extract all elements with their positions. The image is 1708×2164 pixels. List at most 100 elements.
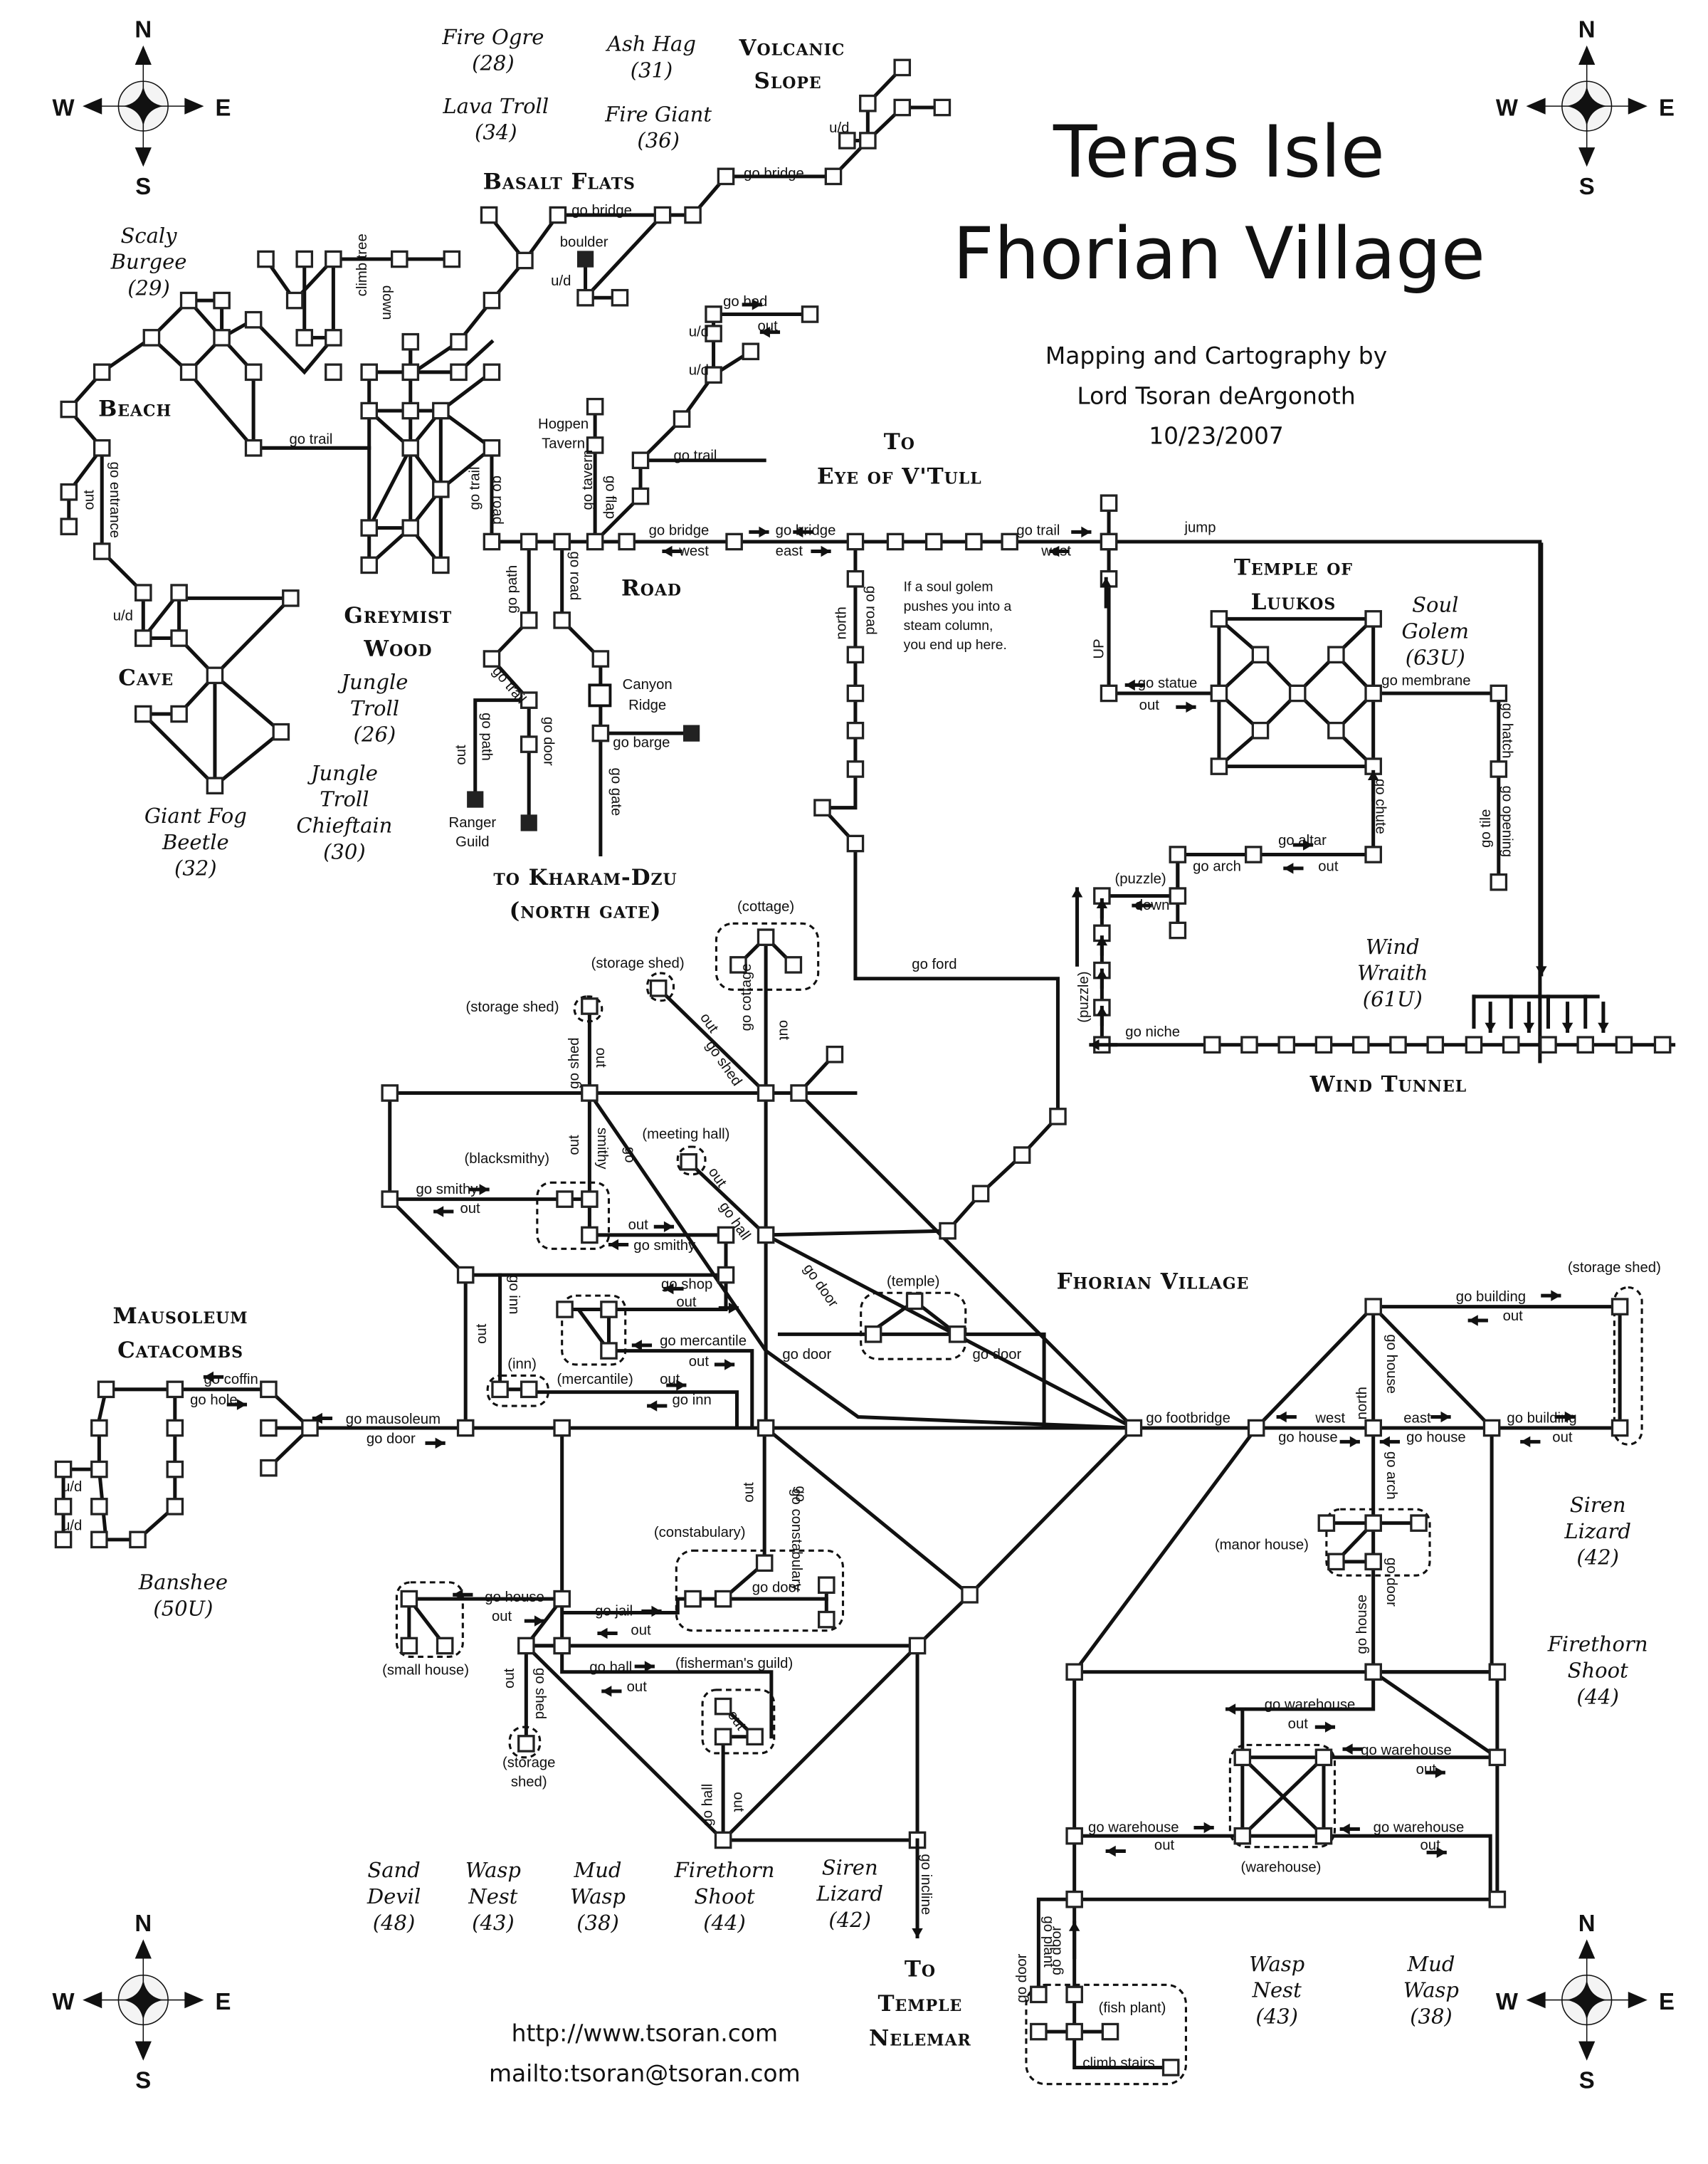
direction-arrow bbox=[1339, 1436, 1360, 1448]
room-node bbox=[924, 532, 943, 551]
area-kharam-dzu-2: (north gate) bbox=[510, 898, 662, 924]
room-node bbox=[1124, 1419, 1143, 1437]
map-path bbox=[560, 1644, 774, 1739]
direction-arrow bbox=[1367, 770, 1379, 802]
room-node bbox=[401, 363, 420, 382]
footer-url[interactable]: http://www.tsoran.com bbox=[512, 2019, 778, 2047]
place-storage-shed-3: (storage bbox=[502, 1755, 555, 1770]
room-node bbox=[1465, 1036, 1483, 1054]
room-node bbox=[618, 532, 636, 551]
area-temple-nelemar-2: Temple bbox=[878, 1991, 963, 2017]
map-path bbox=[1036, 1897, 1077, 1997]
area-kharam-dzu: to Kharam-Dzu bbox=[493, 865, 677, 891]
room-node bbox=[206, 777, 224, 794]
place-manor-house: (manor house) bbox=[1215, 1537, 1309, 1553]
direction-arrow bbox=[1342, 1743, 1363, 1755]
room-node bbox=[272, 723, 290, 741]
building-outline bbox=[646, 972, 675, 1002]
room-node bbox=[680, 1153, 698, 1171]
room-node bbox=[1611, 1298, 1629, 1315]
room-node bbox=[401, 332, 420, 351]
arrow-head bbox=[1125, 679, 1135, 691]
room-node bbox=[432, 401, 450, 420]
room-node bbox=[611, 288, 629, 307]
exit-label: go house bbox=[1278, 1429, 1338, 1445]
direction-arrow bbox=[666, 1380, 687, 1391]
direction-arrow bbox=[793, 526, 813, 538]
arrow-head bbox=[676, 1380, 686, 1391]
compass-star bbox=[122, 85, 164, 127]
room-node bbox=[746, 1728, 764, 1746]
room-node bbox=[581, 1084, 599, 1102]
area-cave: Cave bbox=[118, 665, 174, 690]
footer-email[interactable]: mailto:tsoran@tsoran.com bbox=[489, 2059, 801, 2087]
place-constabulary: (constabulary) bbox=[654, 1525, 746, 1540]
room-node bbox=[838, 132, 856, 149]
room-node bbox=[1327, 646, 1345, 664]
creature-jungle-troll-chieftain: Troll bbox=[320, 787, 369, 812]
room-node bbox=[520, 532, 538, 551]
room-node bbox=[684, 206, 702, 224]
map-path bbox=[686, 1159, 769, 1238]
exit-label: go warehouse bbox=[1374, 1819, 1465, 1835]
room-node bbox=[1502, 1036, 1520, 1054]
room-node bbox=[1327, 1553, 1345, 1571]
place-small-house: (small house) bbox=[382, 1663, 469, 1679]
map-path bbox=[173, 1387, 468, 1430]
room-node bbox=[581, 1190, 599, 1208]
creature-banshee: Banshee bbox=[138, 1570, 228, 1595]
exit-label: climb tree bbox=[354, 233, 370, 296]
arrow-head bbox=[601, 1686, 612, 1697]
exit-label: go door bbox=[782, 1347, 831, 1362]
room-node bbox=[1240, 1036, 1258, 1054]
area-temple-nelemar: To bbox=[905, 1957, 936, 1982]
room-special bbox=[576, 251, 594, 268]
exit-label: go bbox=[793, 1486, 808, 1502]
room-node bbox=[1576, 1036, 1595, 1054]
exit-label: go door bbox=[541, 717, 557, 766]
direction-arrow bbox=[524, 1615, 545, 1627]
direction-arrow bbox=[749, 526, 769, 538]
exit-label: go trail bbox=[468, 466, 483, 510]
area-wind-tunnel: Wind Tunnel bbox=[1309, 1072, 1467, 1098]
room-node bbox=[206, 666, 224, 685]
exit-label: go bridge bbox=[571, 203, 632, 219]
room-node bbox=[135, 629, 152, 647]
room-node bbox=[483, 439, 501, 457]
area-temple-luukos: Temple of bbox=[1234, 555, 1353, 580]
place-blacksmithy: (blacksmithy) bbox=[464, 1151, 549, 1167]
exit-label: go building bbox=[1507, 1410, 1576, 1426]
room-node bbox=[1364, 1663, 1382, 1681]
compass-s: S bbox=[135, 2066, 151, 2093]
room-node bbox=[846, 684, 865, 703]
map-path bbox=[1240, 1670, 1376, 1760]
room-node bbox=[893, 98, 912, 117]
building-outline bbox=[1325, 1508, 1431, 1577]
arrow-head bbox=[821, 545, 831, 557]
map-path bbox=[1371, 691, 1501, 884]
exit-label: go door bbox=[800, 1261, 841, 1311]
credit-date: 10/23/2007 bbox=[1149, 421, 1284, 449]
room-node bbox=[166, 1460, 184, 1478]
room-node bbox=[1100, 684, 1118, 703]
room-node bbox=[1065, 1663, 1083, 1681]
room-node bbox=[1247, 1419, 1265, 1437]
map-path bbox=[473, 540, 533, 802]
exit-label: go chute bbox=[1373, 779, 1388, 834]
exit-label: go warehouse bbox=[1361, 1743, 1452, 1758]
room-node bbox=[576, 288, 594, 307]
building-outline bbox=[508, 1726, 542, 1759]
arrow-head bbox=[453, 1589, 463, 1601]
room-node bbox=[93, 363, 111, 382]
room-node bbox=[1013, 1146, 1031, 1164]
exit-label: go house bbox=[485, 1590, 544, 1605]
map-path bbox=[592, 312, 812, 545]
room-node bbox=[859, 132, 877, 149]
direction-arrow bbox=[1314, 1721, 1336, 1733]
place-storage-shed-1: (storage shed) bbox=[591, 955, 685, 971]
map-path bbox=[367, 445, 413, 530]
arrow-head bbox=[632, 1340, 642, 1351]
arrow-head bbox=[204, 1371, 214, 1383]
room-node bbox=[282, 589, 300, 607]
map-path bbox=[1176, 765, 1376, 933]
